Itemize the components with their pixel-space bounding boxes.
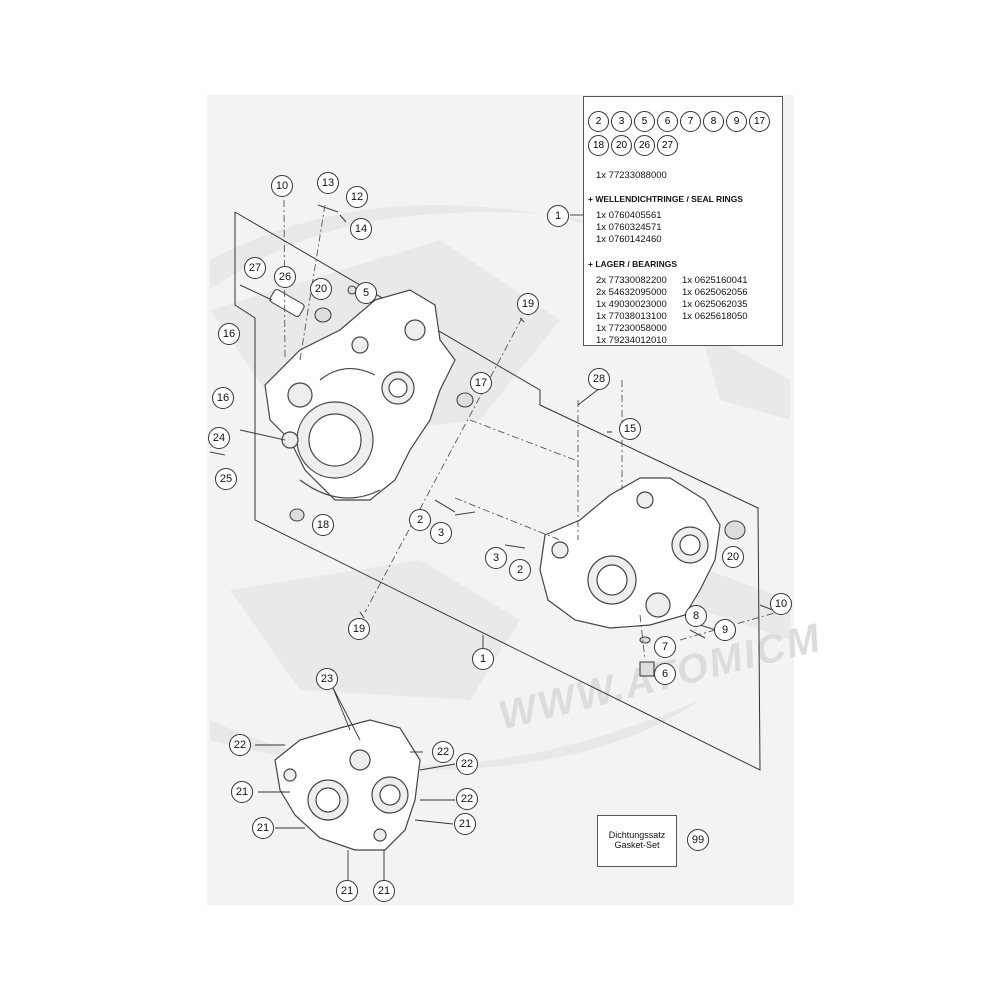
callout-21[interactable]: 21 xyxy=(454,813,476,835)
callout-7[interactable]: 7 xyxy=(654,636,676,658)
callout-28[interactable]: 28 xyxy=(588,368,610,390)
callout-1[interactable]: 1 xyxy=(547,205,569,227)
callout-22[interactable]: 22 xyxy=(229,734,251,756)
callout-2[interactable]: 2 xyxy=(409,509,431,531)
callout-99[interactable]: 99 xyxy=(687,829,709,851)
kit-item-badge: 17 xyxy=(749,111,770,132)
callout-21[interactable]: 21 xyxy=(373,880,395,902)
left-crankcase-half xyxy=(264,289,456,501)
kit-part-number: 1x 77233088000 xyxy=(596,170,667,181)
kit-contents-row-1: 2 3 5 6 7 8 9 17 xyxy=(588,111,770,132)
callout-19[interactable]: 19 xyxy=(517,293,539,315)
callout-16[interactable]: 16 xyxy=(218,323,240,345)
callout-26[interactable]: 26 xyxy=(274,266,296,288)
kit-item-badge: 20 xyxy=(611,135,632,156)
callout-19[interactable]: 19 xyxy=(348,618,370,640)
callout-9[interactable]: 9 xyxy=(714,619,736,641)
callout-21[interactable]: 21 xyxy=(231,781,253,803)
callout-18[interactable]: 18 xyxy=(312,514,334,536)
kit-item-badge: 2 xyxy=(588,111,609,132)
callout-20[interactable]: 20 xyxy=(722,546,744,568)
callout-14[interactable]: 14 xyxy=(350,218,372,240)
callout-23[interactable]: 23 xyxy=(316,668,338,690)
callout-22[interactable]: 22 xyxy=(456,753,478,775)
kit-item-badge: 9 xyxy=(726,111,747,132)
callout-12[interactable]: 12 xyxy=(346,186,368,208)
gasket-set-box: Dichtungssatz Gasket-Set xyxy=(597,815,677,867)
callout-21[interactable]: 21 xyxy=(252,817,274,839)
bearing-part-number: 1x 79234012010 xyxy=(596,335,667,346)
kit-item-badge: 18 xyxy=(588,135,609,156)
bearing-part-number: 1x 77230058000 xyxy=(596,323,667,334)
kit-item-badge: 3 xyxy=(611,111,632,132)
callout-10[interactable]: 10 xyxy=(770,593,792,615)
kit-item-badge: 8 xyxy=(703,111,724,132)
callout-5[interactable]: 5 xyxy=(355,282,377,304)
callout-13[interactable]: 13 xyxy=(317,172,339,194)
callout-8[interactable]: 8 xyxy=(685,605,707,627)
leader-lines xyxy=(255,214,601,880)
callout-24[interactable]: 24 xyxy=(208,427,230,449)
bearing-part-number: 1x 0625160041 xyxy=(682,275,748,286)
assembly-frame xyxy=(234,211,761,771)
seal-part-number: 1x 0760405561 xyxy=(596,210,662,221)
callout-22[interactable]: 22 xyxy=(456,788,478,810)
bearing-part-number: 1x 0625062056 xyxy=(682,287,748,298)
callout-27[interactable]: 27 xyxy=(244,257,266,279)
callout-3[interactable]: 3 xyxy=(485,547,507,569)
kit-item-badge: 27 xyxy=(657,135,678,156)
callout-3[interactable]: 3 xyxy=(430,522,452,544)
bottom-crankcase xyxy=(274,719,421,851)
bearing-part-number: 2x 54632095000 xyxy=(596,287,667,298)
callout-1[interactable]: 1 xyxy=(472,648,494,670)
callout-10[interactable]: 10 xyxy=(271,175,293,197)
callout-17[interactable]: 17 xyxy=(470,372,492,394)
kit-item-badge: 7 xyxy=(680,111,701,132)
callout-16[interactable]: 16 xyxy=(212,387,234,409)
callout-2[interactable]: 2 xyxy=(509,559,531,581)
kit-item-badge: 5 xyxy=(634,111,655,132)
bearing-part-number: 1x 0625618050 xyxy=(682,311,748,322)
kit-contents-row-2: 18 20 26 27 xyxy=(588,135,678,156)
callout-20[interactable]: 20 xyxy=(310,278,332,300)
bearing-part-number: 1x 77038013100 xyxy=(596,311,667,322)
parts-list-box: 2 3 5 6 7 8 9 17 18 20 26 27 1x 77233088… xyxy=(583,96,783,346)
gasket-label-de: Dichtungssatz xyxy=(608,830,666,840)
seal-part-number: 1x 0760142460 xyxy=(596,234,662,245)
seal-rings-heading: + WELLENDICHTRINGE / SEAL RINGS xyxy=(588,194,743,204)
bearing-part-number: 1x 49030023000 xyxy=(596,299,667,310)
callout-25[interactable]: 25 xyxy=(215,468,237,490)
seal-part-number: 1x 0760324571 xyxy=(596,222,662,233)
callout-6[interactable]: 6 xyxy=(654,663,676,685)
kit-item-badge: 26 xyxy=(634,135,655,156)
callout-15[interactable]: 15 xyxy=(619,418,641,440)
bearing-part-number: 1x 0625062035 xyxy=(682,299,748,310)
callout-22[interactable]: 22 xyxy=(432,741,454,763)
bearing-part-number: 2x 77330082200 xyxy=(596,275,667,286)
right-crankcase-half xyxy=(539,477,721,629)
callout-21[interactable]: 21 xyxy=(336,880,358,902)
bearings-heading: + LAGER / BEARINGS xyxy=(588,259,678,269)
gasket-label-en: Gasket-Set xyxy=(614,840,660,850)
kit-item-badge: 6 xyxy=(657,111,678,132)
